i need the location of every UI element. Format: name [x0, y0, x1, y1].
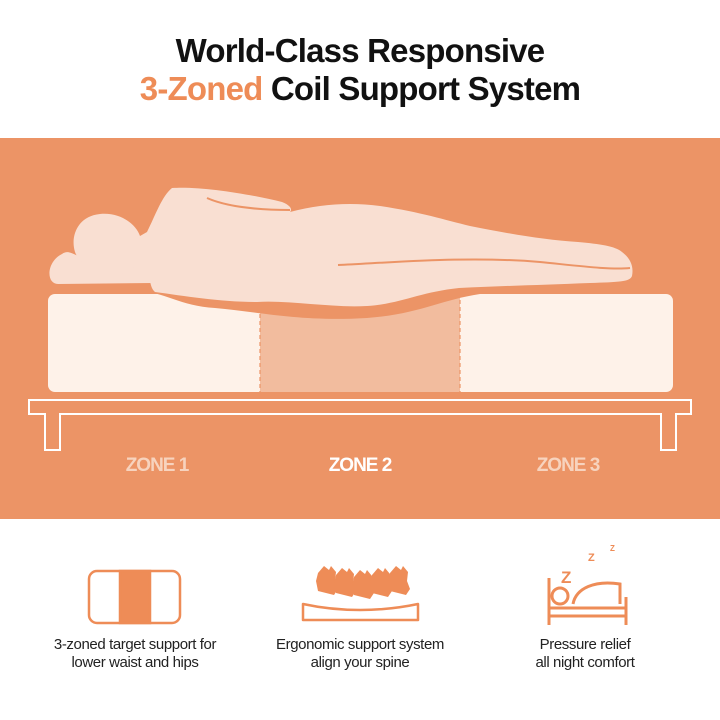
headline-line-2: 3-Zoned Coil Support System: [0, 70, 720, 108]
feature-caption-ergonomic: Ergonomic support system align your spin…: [245, 636, 475, 672]
svg-text:Z: Z: [561, 568, 571, 587]
caption-line: align your spine: [310, 654, 410, 671]
sleeping-person: [73, 187, 633, 307]
caption-line: 3-zoned target support for: [53, 636, 217, 653]
leg-line: [337, 258, 631, 270]
zone-3-label: ZONE 3: [536, 455, 601, 476]
spine-on-mattress-icon: [301, 566, 420, 622]
caption-line: Pressure relief: [539, 636, 631, 653]
feature-caption-pressure: Pressure relief all night comfort: [470, 636, 700, 672]
three-zone-mattress-icon: [87, 569, 182, 625]
svg-text:Z: Z: [588, 552, 595, 564]
feature-caption-zoned: 3-zoned target support for lower waist a…: [20, 636, 250, 672]
headline-rest: Coil Support System: [262, 70, 581, 107]
headline-line-1: World-Class Responsive: [175, 32, 546, 69]
zone-2-label: ZONE 2: [328, 455, 393, 476]
bed-frame: [28, 399, 692, 451]
arm-line: [206, 197, 291, 211]
caption-line: Ergonomic support system: [276, 636, 444, 653]
caption-line: lower waist and hips: [71, 654, 199, 671]
svg-text:Z: Z: [610, 544, 615, 553]
zone-1-label: ZONE 1: [125, 455, 190, 476]
headline-accent: 3-Zoned: [139, 70, 264, 107]
caption-line: all night comfort: [535, 654, 635, 671]
sleeping-bed-icon: Z Z Z: [547, 544, 628, 625]
